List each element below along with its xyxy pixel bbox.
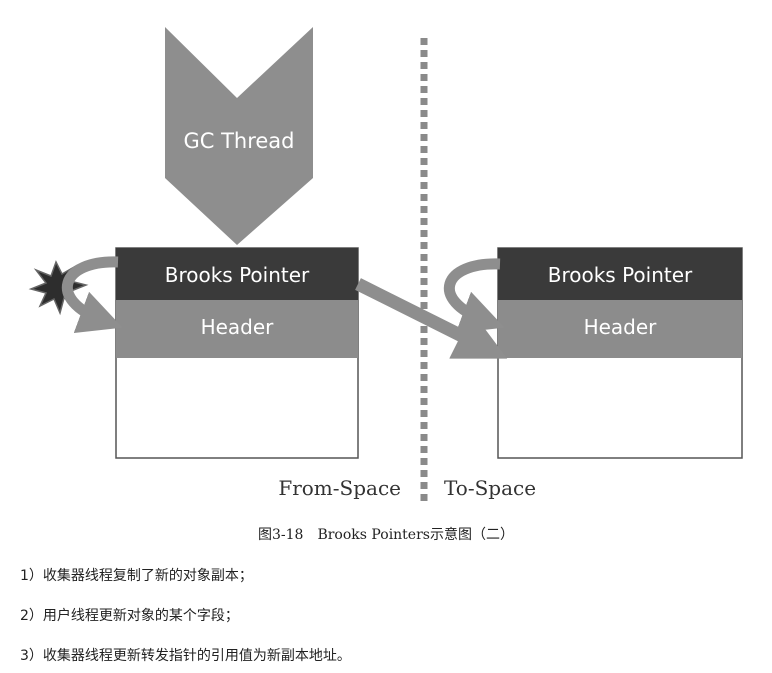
from-header-bar <box>116 300 358 358</box>
to-space-object: Brooks Pointer Header <box>497 247 743 459</box>
to-header-label: Header <box>584 315 658 339</box>
step-item-3: 3）收集器线程更新转发指针的引用值为新副本地址。 <box>20 648 351 664</box>
to-brooks-pointer-bar <box>498 248 742 300</box>
gc-thread-label: GC Thread <box>183 129 294 153</box>
to-brooks-pointer-label: Brooks Pointer <box>548 263 693 287</box>
to-space-label: To-Space <box>444 476 536 500</box>
step-item-2: 2）用户线程更新对象的某个字段； <box>20 608 239 624</box>
figure-caption: 图3-18 Brooks Pointers示意图（二） <box>258 527 514 543</box>
gc-thread-arrow: GC Thread <box>165 27 313 245</box>
to-header-bar <box>498 300 742 358</box>
from-space-object: Brooks Pointer Header <box>115 247 359 459</box>
from-brooks-pointer-label: Brooks Pointer <box>165 263 310 287</box>
forwarding-pointer-arrow <box>355 278 508 359</box>
to-self-curve-arrow <box>443 258 505 333</box>
step-item-1: 1）收集器线程复制了新的对象副本； <box>20 568 253 584</box>
from-brooks-pointer-bar <box>116 248 358 300</box>
brooks-pointer-diagram: GC Thread Brooks Pointer Header Brooks P… <box>28 27 743 502</box>
from-header-label: Header <box>201 315 275 339</box>
from-space-label: From-Space <box>278 476 401 500</box>
from-self-curve-arrow <box>61 256 123 333</box>
